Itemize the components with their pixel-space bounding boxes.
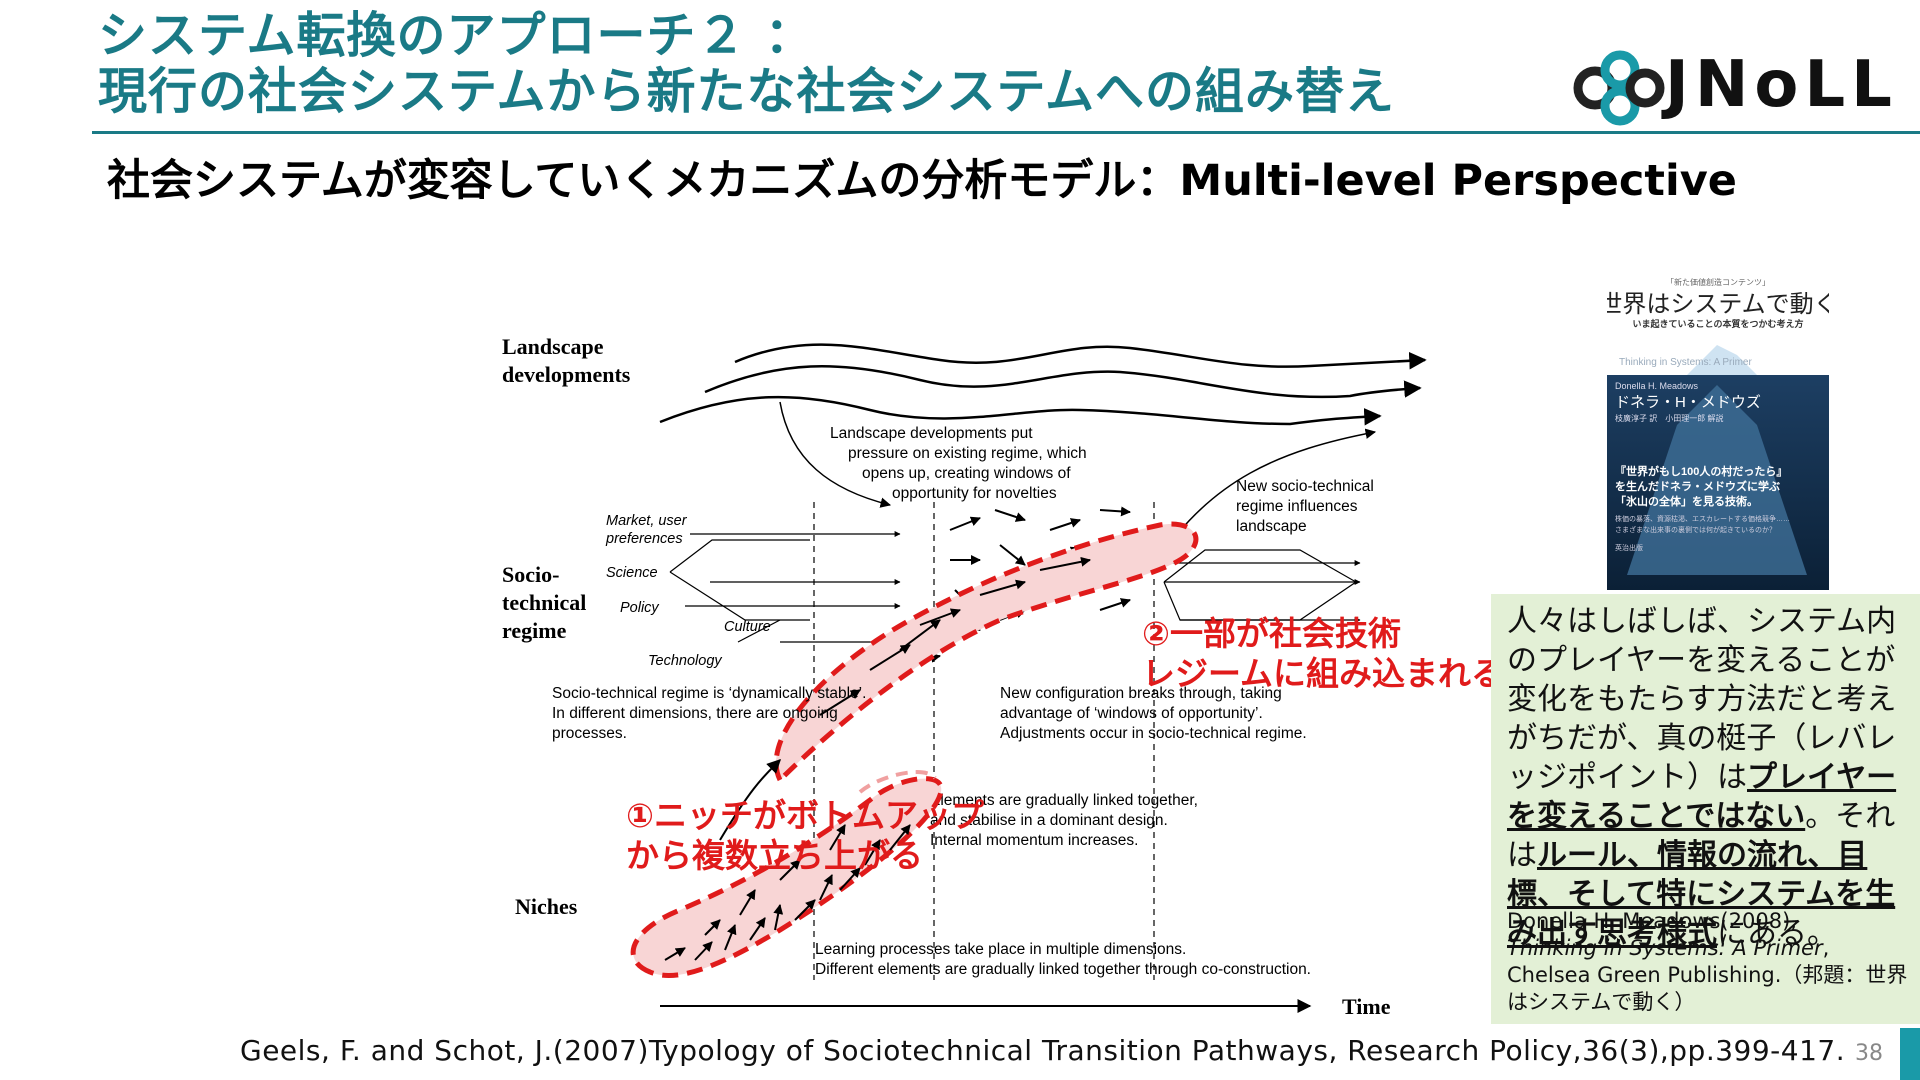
- svg-text:Socio-technical regime is ‘dyn: Socio-technical regime is ‘dynamically s…: [552, 685, 866, 702]
- svg-text:Donella H. Meadows: Donella H. Meadows: [1615, 381, 1699, 391]
- svg-text:advantage of ‘windows of oppor: advantage of ‘windows of opportunity’.: [1000, 705, 1263, 722]
- landscape-label-1: Landscape: [502, 334, 604, 359]
- svg-text:枝廣淳子 訳 小田理一郎 解説: 枝廣淳子 訳 小田理一郎 解説: [1615, 413, 1723, 423]
- regime-annotation-line-1: ②一部が社会技術: [1142, 614, 1504, 654]
- svg-text:ドネラ・H・メドウズ: ドネラ・H・メドウズ: [1615, 394, 1761, 411]
- svg-text:Market, user: Market, user: [606, 513, 688, 529]
- svg-text:In different dimensions, there: In different dimensions, there are ongoi…: [552, 705, 838, 722]
- landscape-waves: [660, 345, 1425, 424]
- svg-text:「氷山の全体」を見る技術。: 「氷山の全体」を見る技術。: [1615, 494, 1758, 508]
- svg-text:Technology: Technology: [648, 653, 722, 669]
- svg-text:『世界がもし100人の村だったら』: 『世界がもし100人の村だったら』: [1615, 464, 1787, 478]
- svg-text:英治出版: 英治出版: [1615, 543, 1643, 552]
- svg-text:regime influences: regime influences: [1236, 498, 1358, 515]
- svg-text:Science: Science: [606, 565, 658, 581]
- time-label: Time: [1342, 994, 1391, 1019]
- regime-dimensions: Market, user preferences Science Policy …: [605, 513, 771, 669]
- book-cover-image: 「新た価値創造コンテンツ」 世界はシステムで動く いま起きていることの本質をつか…: [1607, 275, 1829, 590]
- svg-text:Thinking in Systems: A Primer: Thinking in Systems: A Primer: [1619, 357, 1752, 368]
- svg-text:さまざまな出来事の裏側では何が起きているのか？: さまざまな出来事の裏側では何が起きているのか？: [1615, 525, 1776, 534]
- svg-text:Landscape developments put: Landscape developments put: [830, 425, 1033, 442]
- svg-text:いま起きていることの本質をつかむ考え方: いま起きていることの本質をつかむ考え方: [1633, 318, 1804, 329]
- svg-text:Culture: Culture: [724, 619, 771, 635]
- svg-text:Policy: Policy: [620, 600, 659, 616]
- regime-annotation: ②一部が社会技術 レジームに組み込まれる: [1142, 614, 1504, 694]
- cite-book-title: Thinking in Systems: A Primer: [1507, 936, 1823, 960]
- landscape-pressure-note: Landscape developments put pressure on e…: [830, 425, 1087, 502]
- meadows-quote: 人々はしばしば、システム内のプレイヤーを変えることが変化をもたらす方法だと考えが…: [1507, 602, 1912, 953]
- meadows-quote-box: 人々はしばしば、システム内のプレイヤーを変えることが変化をもたらす方法だと考えが…: [1491, 594, 1920, 1024]
- svg-text:New socio-technical: New socio-technical: [1236, 478, 1374, 495]
- svg-text:「新た価値創造コンテンツ」: 「新た価値創造コンテンツ」: [1666, 277, 1770, 287]
- regime-label-1: Socio-: [502, 562, 559, 587]
- svg-text:landscape: landscape: [1236, 518, 1307, 535]
- source-citation: Geels, F. and Schot, J.(2007)Typology of…: [240, 1034, 1845, 1067]
- landscape-label-2: developments: [502, 362, 631, 387]
- svg-text:preferences: preferences: [605, 531, 683, 547]
- svg-text:Adjustments occur in socio-tec: Adjustments occur in socio-technical reg…: [1000, 725, 1307, 742]
- svg-text:pressure on existing regime, w: pressure on existing regime, which: [848, 445, 1087, 462]
- regime-label-2: technical: [502, 590, 586, 615]
- niche-annotation-line-1: ①ニッチがボトムアップ: [626, 796, 984, 836]
- svg-text:Different elements are gradual: Different elements are gradually linked …: [815, 961, 1311, 978]
- svg-text:opens up, creating windows of: opens up, creating windows of: [862, 465, 1071, 482]
- svg-text:Learning processes take place: Learning processes take place in multipl…: [815, 941, 1186, 958]
- svg-text:processes.: processes.: [552, 725, 627, 742]
- regime-annotation-line-2: レジームに組み込まれる: [1142, 654, 1504, 694]
- niche-annotation-line-2: から複数立ち上がる: [626, 836, 984, 876]
- meadows-citation: Donella H. Meadows(2008), Thinking in Sys…: [1507, 908, 1912, 1016]
- learning-note: Learning processes take place in multipl…: [815, 941, 1311, 978]
- svg-text:株価の暴落、資源枯渇、エスカレートする価格競争……: 株価の暴落、資源枯渇、エスカレートする価格競争……: [1615, 514, 1790, 523]
- niche-annotation: ①ニッチがボトムアップ から複数立ち上がる: [626, 796, 984, 876]
- page-accent-bar: [1900, 1028, 1920, 1080]
- title-line-2: 現行の社会システムから新たな社会システムへの組み替え: [98, 64, 1395, 120]
- page-title: システム転換のアプローチ２ ： 現行の社会システムから新たな社会システムへの組み…: [98, 8, 1395, 120]
- cite-author: Donella H. Meadows(2008),: [1507, 909, 1797, 933]
- new-regime-note: New socio-technical regime influences la…: [1236, 478, 1374, 535]
- svg-text:を生んだドネラ・メドウズに学ぶ: を生んだドネラ・メドウズに学ぶ: [1615, 479, 1780, 493]
- title-line-1: システム転換のアプローチ２ ：: [98, 8, 1395, 64]
- regime-label-3: regime: [502, 618, 567, 643]
- logo-knot-icon: [1578, 55, 1660, 121]
- niches-label: Niches: [515, 894, 578, 919]
- svg-text:世界はシステムで動く: 世界はシステムで動く: [1607, 291, 1829, 318]
- svg-text:opportunity for novelties: opportunity for novelties: [892, 485, 1057, 502]
- logo-text: JNoLL: [1665, 48, 1898, 122]
- slide-subtitle: 社会システムが変容していくメカニズムの分析モデル：Multi-level Per…: [107, 146, 1737, 208]
- page-number: 38: [1855, 1041, 1883, 1066]
